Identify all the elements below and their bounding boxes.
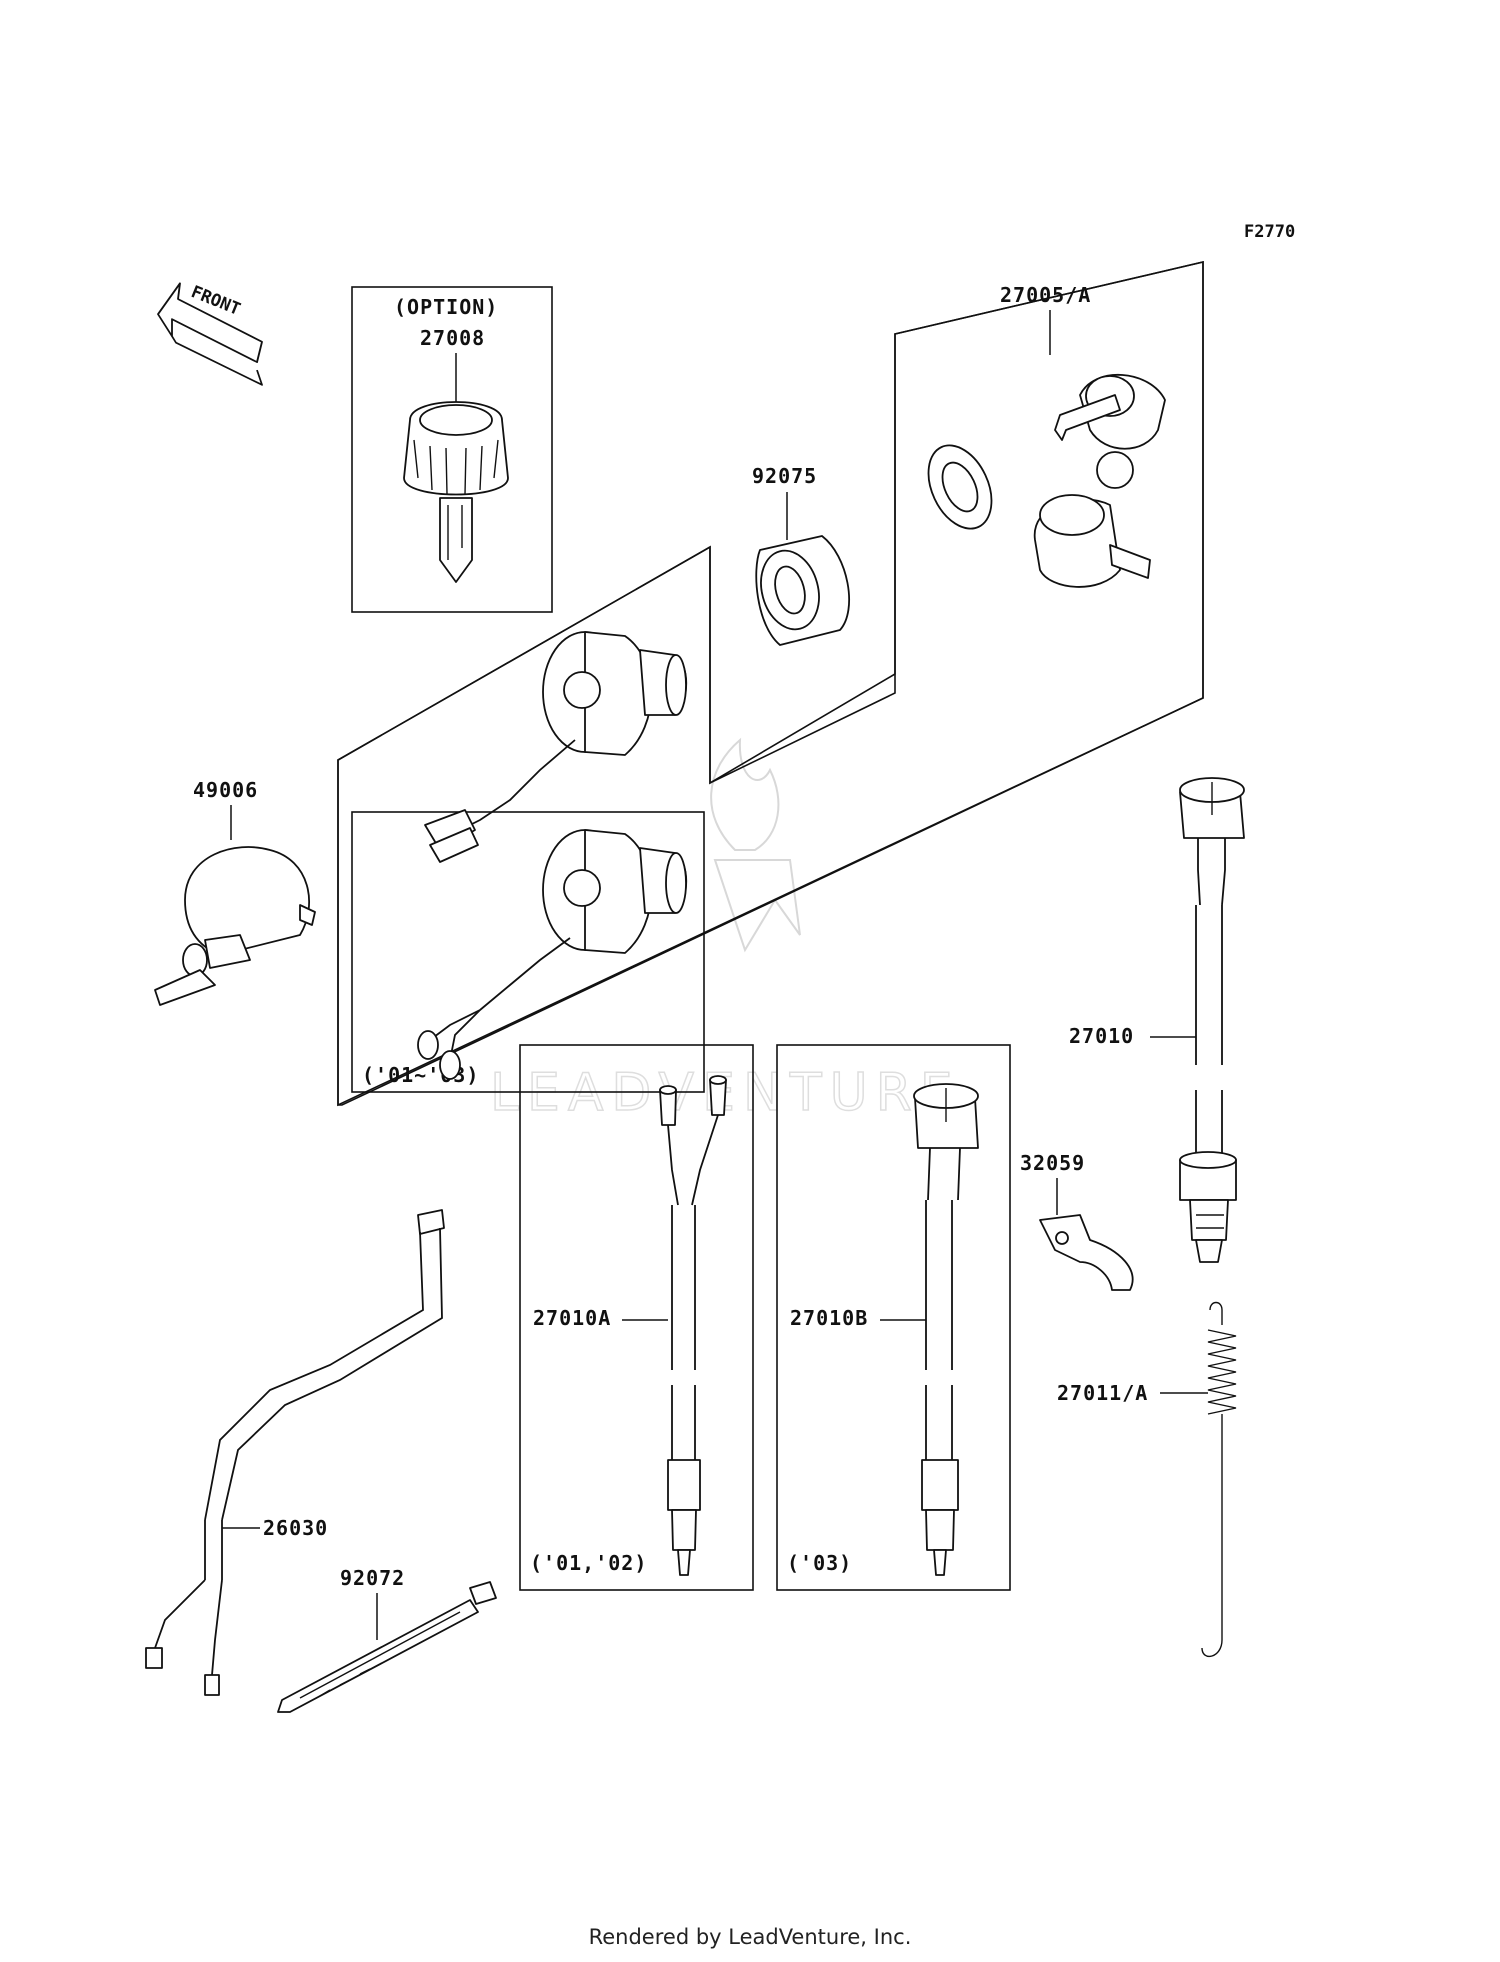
sensor-27010A-icon [659, 1075, 727, 1576]
figure-code: F2770 [1244, 222, 1295, 242]
ignition-switch-assembly-box: 27005/A ('01~'03) [337, 260, 1204, 1107]
band-92072: 92072 [277, 1566, 497, 1713]
callout-27005A: 27005/A [1000, 283, 1091, 307]
ignition-switch-alt-icon [417, 829, 688, 1080]
year-note-ignition: ('01~'03) [362, 1063, 479, 1087]
sensor-27010B-icon [913, 1083, 979, 1576]
callout-92075: 92075 [752, 464, 817, 488]
spring-rod-27011A: 27011/A [1057, 1301, 1237, 1658]
callout-27011A: 27011/A [1057, 1381, 1148, 1405]
sensor-icon [1179, 1151, 1237, 1263]
key-icon [403, 401, 509, 583]
option-key-box: (OPTION) 27008 [351, 286, 553, 613]
buzzer-49006: 49006 [154, 778, 316, 1006]
cable-tie-icon [277, 1581, 497, 1713]
year-note-27010A: ('01,'02) [530, 1551, 647, 1575]
clamp-32059: 32059 [1020, 1151, 1134, 1291]
callout-27008: 27008 [420, 326, 485, 350]
ignition-switch-icon [424, 631, 688, 863]
callout-27010: 27010 [1069, 1024, 1134, 1048]
clamp-icon [1039, 1214, 1134, 1291]
switch-27010A-box: 27010A ('01,'02) [519, 1044, 754, 1591]
callout-32059: 32059 [1020, 1151, 1085, 1175]
option-label: (OPTION) [394, 295, 498, 319]
grommet-92075: 92075 [752, 464, 851, 646]
year-note-27010B: ('03) [787, 1551, 852, 1575]
callout-27010A: 27010A [533, 1306, 611, 1330]
front-arrow-icon: FRONT [157, 282, 263, 386]
key-set-icon [927, 374, 1166, 588]
harness-icon [145, 1209, 445, 1696]
callout-49006: 49006 [193, 778, 258, 802]
switch-27010B-box: 27010B ('03) [776, 1044, 1011, 1591]
grommet-icon [755, 535, 851, 646]
connector-icon [1179, 777, 1245, 906]
buzzer-icon [154, 846, 316, 1006]
footer-credit: Rendered by LeadVenture, Inc. [588, 1925, 912, 1949]
callout-27010B: 27010B [790, 1306, 868, 1330]
spring-icon [1201, 1301, 1237, 1658]
switch-27010: 27010 [1069, 777, 1245, 1263]
callout-26030: 26030 [263, 1516, 328, 1540]
harness-26030: 26030 [145, 1209, 445, 1696]
callout-92072: 92072 [340, 1566, 405, 1590]
